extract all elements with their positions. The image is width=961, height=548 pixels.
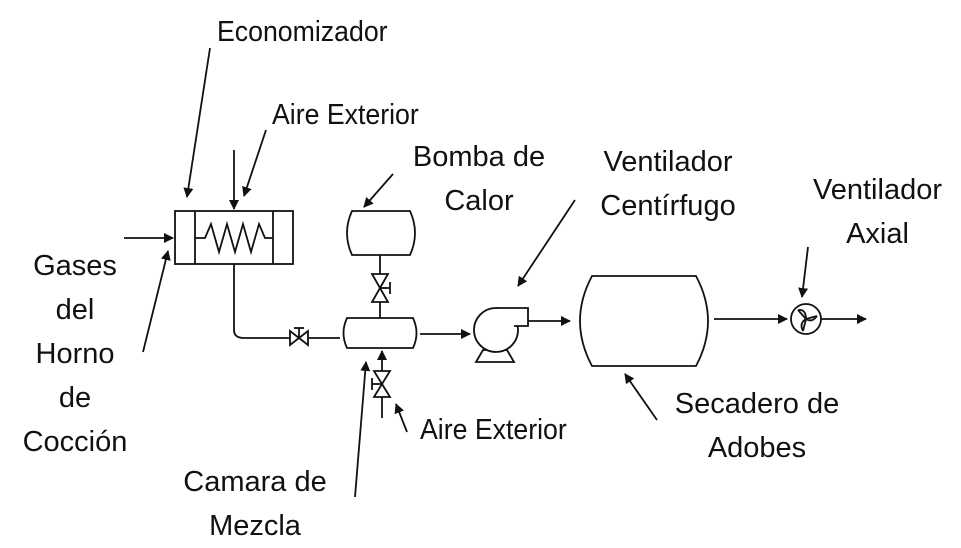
pointer-economizador — [183, 47, 211, 198]
label-aire-exterior-bottom: Aire Exterior — [420, 414, 567, 446]
label-aire-exterior-top: Aire Exterior — [272, 99, 419, 131]
economizer-to-mixer-pipe — [233, 264, 340, 339]
pointer-gases — [142, 250, 171, 353]
mixing-chamber — [342, 317, 418, 349]
pointer-secadero — [624, 373, 658, 421]
pointer-aire-exterior-top — [242, 129, 267, 197]
label-economizador: Economizador — [217, 16, 388, 48]
pointer-bomba-calor — [363, 173, 394, 208]
heat-pump-tank — [346, 210, 416, 256]
economizer — [174, 210, 294, 265]
pointer-ventilador-axial — [798, 246, 809, 298]
pointer-aire-exterior-bottom — [394, 403, 408, 433]
axial-fan — [790, 303, 822, 335]
pointer-camara — [354, 361, 371, 498]
adobe-dryer — [579, 275, 709, 367]
bottom-air-valve — [371, 370, 392, 398]
pointer-ventilador-centrifugo — [517, 199, 576, 287]
heat-pump-valve — [370, 273, 391, 303]
centrifugal-fan — [473, 307, 529, 363]
mixer-inlet-valve — [289, 327, 309, 347]
